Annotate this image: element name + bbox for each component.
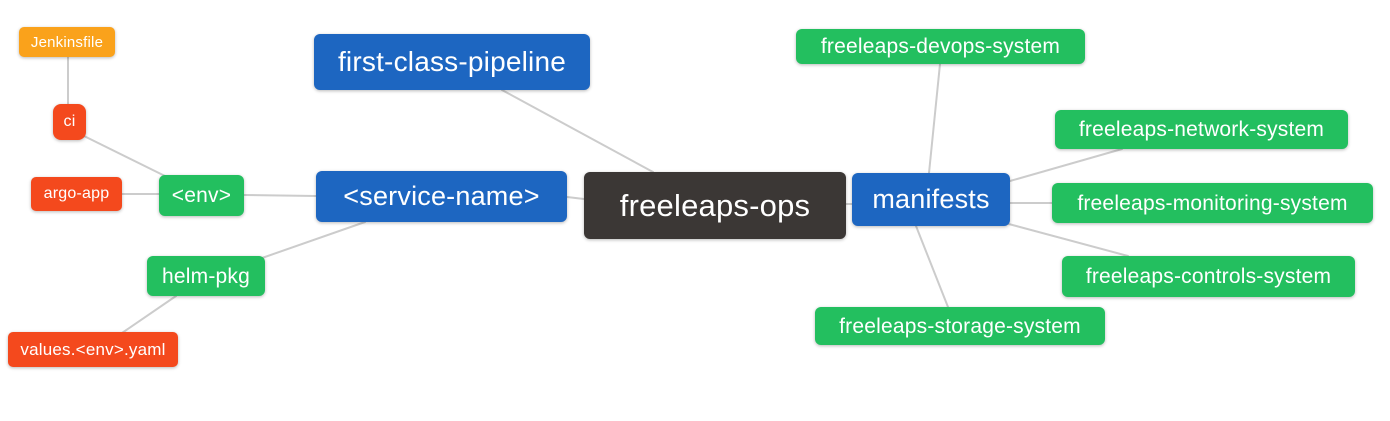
edge-manifests-devops: [928, 63, 941, 174]
edge-manifests-controls: [1004, 222, 1129, 257]
node-manifests[interactable]: manifests: [852, 173, 1010, 226]
edge-helm-pkg-values: [121, 295, 177, 334]
edge-manifests-storage: [915, 225, 949, 308]
node-first-class-pipeline[interactable]: first-class-pipeline: [314, 34, 590, 90]
edge-pipeline-ops: [501, 89, 654, 173]
node-storage-system[interactable]: freeleaps-storage-system: [815, 307, 1105, 345]
node-env[interactable]: <env>: [159, 175, 244, 216]
edge-manifests-network: [1009, 148, 1123, 182]
node-jenkinsfile[interactable]: Jenkinsfile: [19, 27, 115, 57]
node-network-system[interactable]: freeleaps-network-system: [1055, 110, 1348, 149]
node-helm-pkg[interactable]: helm-pkg: [147, 256, 265, 296]
node-freeleaps-ops[interactable]: freeleaps-ops: [584, 172, 846, 239]
edge-ci-env: [83, 135, 168, 178]
node-controls-system[interactable]: freeleaps-controls-system: [1062, 256, 1355, 297]
node-argo-app[interactable]: argo-app: [31, 177, 122, 211]
node-values-env-yaml[interactable]: values.<env>.yaml: [8, 332, 178, 367]
node-devops-system[interactable]: freeleaps-devops-system: [796, 29, 1085, 64]
node-service-name[interactable]: <service-name>: [316, 171, 567, 222]
edge-env-service-name: [243, 194, 317, 197]
node-ci[interactable]: ci: [53, 104, 86, 140]
edge-service-name-helm-pkg: [261, 221, 366, 259]
node-monitoring-system[interactable]: freeleaps-monitoring-system: [1052, 183, 1373, 223]
edge-service-name-ops: [566, 196, 585, 200]
